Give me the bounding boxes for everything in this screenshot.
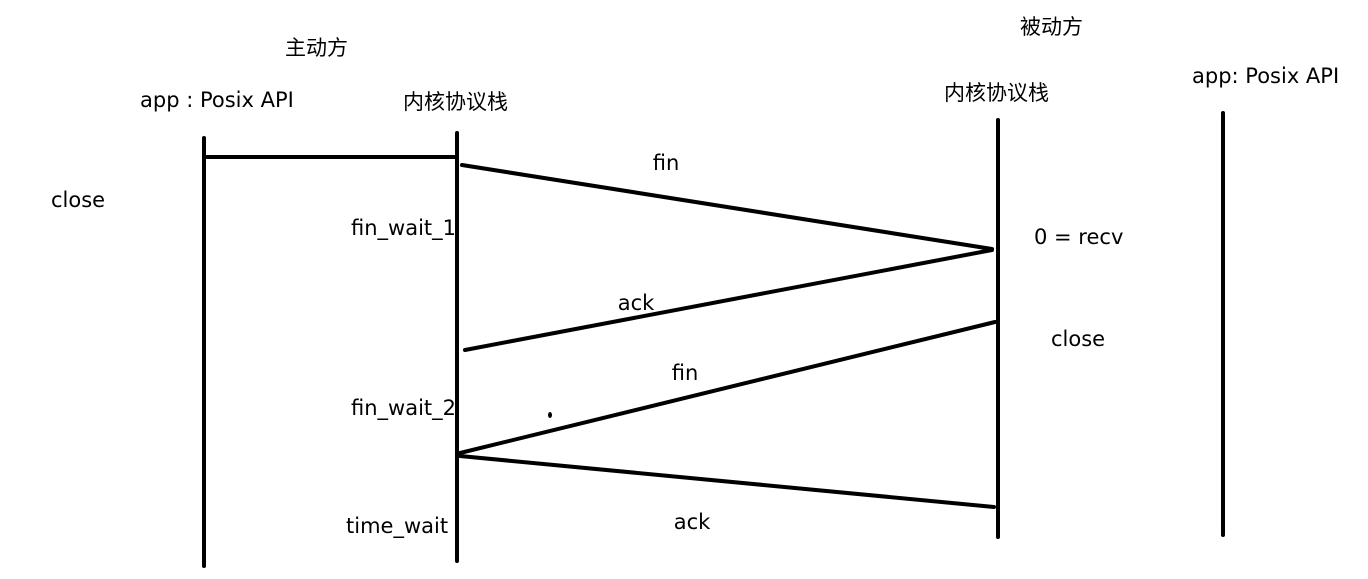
active-close-event: close	[51, 188, 106, 212]
passive-close-event: close	[1051, 327, 1106, 351]
message-label-ack-2: ack	[673, 510, 711, 534]
passive-kernel-lane-header: 内核协议栈	[944, 81, 1049, 105]
message-line-ack-1	[463, 248, 994, 352]
passive-side-title: 被动方	[1020, 15, 1083, 39]
message-line-fin-1	[460, 163, 994, 251]
message-line-fin-2	[458, 320, 997, 455]
active-app-lane-header: app : Posix API	[140, 88, 294, 112]
message-label-fin-1: fin	[652, 151, 680, 175]
state-time-wait: time_wait	[346, 514, 449, 538]
passive-recv-event: 0 = recv	[1034, 225, 1124, 249]
passive-app-lane-header: app: Posix API	[1192, 64, 1340, 88]
stray-dot	[548, 412, 552, 418]
active-kernel-lane-header: 内核协议栈	[403, 90, 508, 114]
active-side-title: 主动方	[285, 36, 348, 60]
message-label-ack-1: ack	[617, 291, 655, 315]
state-fin-wait-2: fin_wait_2	[351, 396, 457, 420]
state-fin-wait-1: fin_wait_1	[351, 216, 457, 240]
message-label-fin-2: fin	[671, 361, 699, 385]
message-line-ack-2	[458, 454, 996, 509]
